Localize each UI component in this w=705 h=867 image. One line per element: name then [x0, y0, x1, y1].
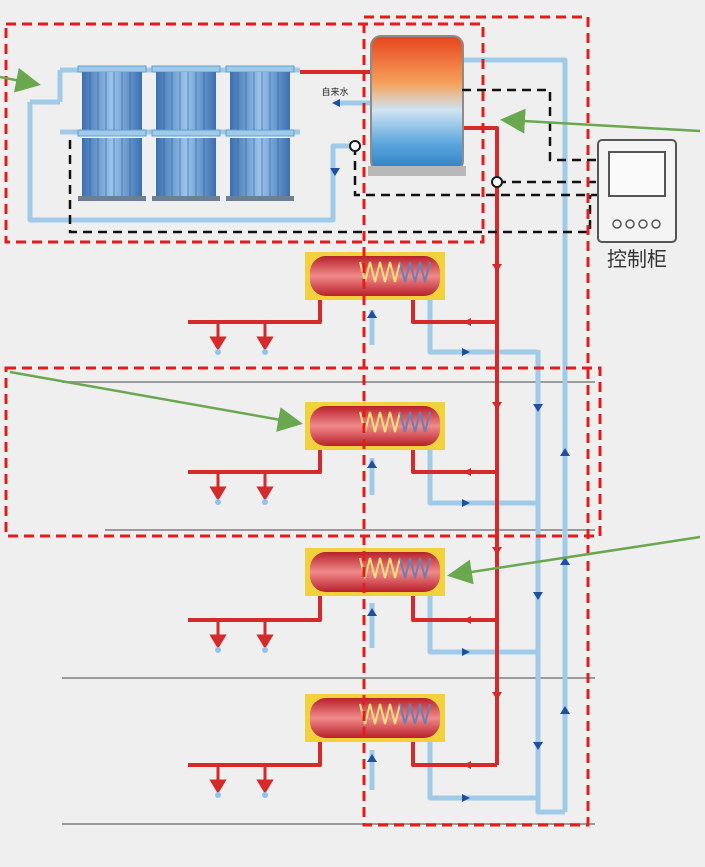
- faucet: [209, 322, 227, 355]
- control-cabinet-label: 控制柜: [607, 247, 667, 271]
- faucet: [209, 620, 227, 653]
- collector-panel: [78, 138, 146, 201]
- faucet: [209, 765, 227, 798]
- flow-arrows: [330, 99, 570, 802]
- collector-boundary: [4, 22, 485, 244]
- solar-collector-array: [77, 65, 295, 201]
- temperature-sensors: [349, 140, 503, 188]
- control-signal-lines: [68, 88, 598, 234]
- callout-arrows: [0, 67, 701, 585]
- floor-lines: [62, 381, 595, 825]
- storage-tank: [368, 35, 466, 176]
- water-heaters: [305, 252, 445, 742]
- faucet: [256, 765, 274, 798]
- tap-water-label: 自来水: [321, 86, 348, 98]
- faucet: [256, 322, 274, 355]
- collector-panel: [151, 65, 221, 137]
- water-heater: [305, 694, 445, 742]
- water-heater: [305, 548, 445, 596]
- collector-panel: [226, 138, 294, 201]
- control-cabinet: [597, 139, 677, 243]
- faucet: [256, 472, 274, 505]
- faucet: [256, 620, 274, 653]
- collector-panel: [225, 65, 295, 137]
- system-boundaries: [4, 15, 602, 827]
- collector-panel: [152, 138, 220, 201]
- floor-boundary: [4, 366, 602, 538]
- collector-panel: [77, 65, 147, 137]
- faucets: [209, 322, 274, 798]
- water-heater: [305, 252, 445, 300]
- water-heater: [305, 402, 445, 450]
- faucet: [209, 472, 227, 505]
- central-riser-boundary: [362, 15, 590, 827]
